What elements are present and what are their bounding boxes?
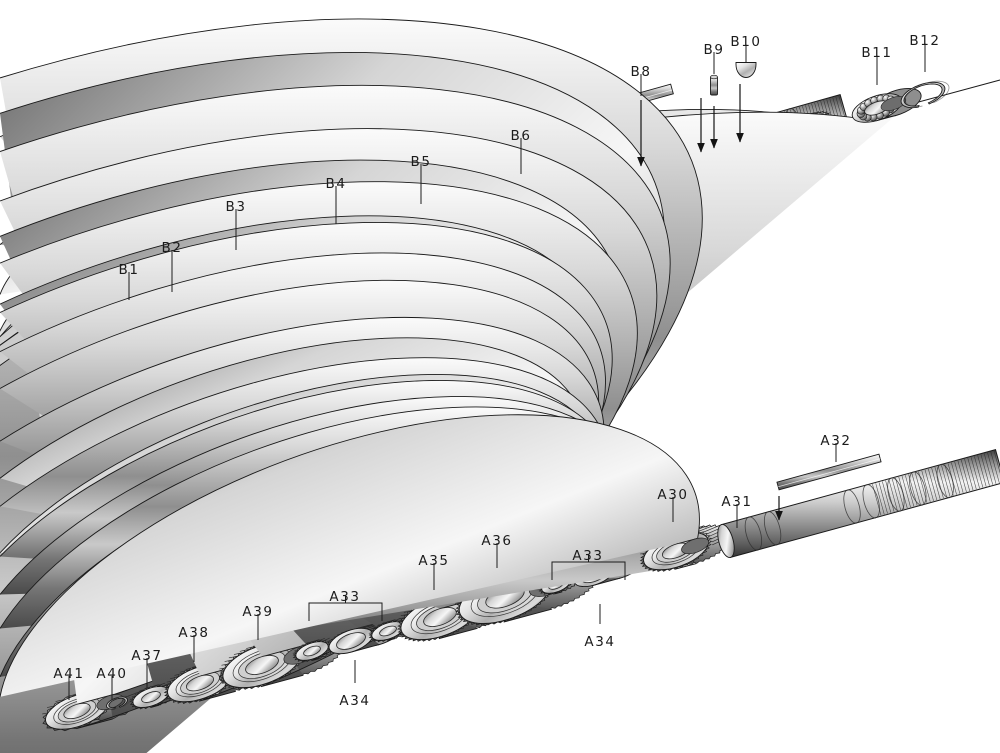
part-ref-label-a35: A35 <box>418 553 450 569</box>
dowel-pin-b9 <box>710 74 718 96</box>
part-ref-label-b9: B9 <box>703 42 725 58</box>
part-ref-label-a30: A30 <box>657 487 689 503</box>
part-ref-label-b1: B1 <box>118 262 140 278</box>
assembly-direction-arrows <box>637 84 783 521</box>
part-ref-label-b8: B8 <box>630 64 652 80</box>
part-ref-label-b3: B3 <box>225 199 247 215</box>
part-ref-label-a41: A41 <box>53 666 85 682</box>
part-ref-label-a39: A39 <box>242 604 274 620</box>
part-ref-label-b11: B11 <box>861 45 893 61</box>
gear-a30 <box>0 414 734 697</box>
part-ref-label-b6: B6 <box>510 128 532 144</box>
label-leader-lines <box>68 43 926 700</box>
snap-ring-b12 <box>900 80 950 109</box>
part-ref-label-a31: A31 <box>721 494 753 510</box>
part-ref-label-a34-left: A34 <box>339 693 371 709</box>
part-ref-label-a34-right: A34 <box>584 634 616 650</box>
part-ref-label-a37: A37 <box>131 648 163 664</box>
part-ref-label-b2: B2 <box>161 240 183 256</box>
part-ref-label-a32: A32 <box>820 433 852 449</box>
shaft-key-a32 <box>776 453 882 491</box>
part-ref-label-b5: B5 <box>410 154 432 170</box>
part-ref-label-a40: A40 <box>96 666 128 682</box>
part-ref-label-a36: A36 <box>481 533 513 549</box>
mainshaft-parts-group <box>0 18 1000 732</box>
part-ref-label-a33-right: A33 <box>572 548 604 564</box>
part-ref-label-a33-left: A33 <box>329 589 361 605</box>
woodruff-key-b10 <box>735 62 757 78</box>
part-ref-label-b4: B4 <box>325 176 347 192</box>
mainshaft-a31 <box>717 448 1000 559</box>
part-ref-label-b10: B10 <box>730 34 762 50</box>
part-ref-label-b12: B12 <box>909 33 941 49</box>
part-ref-label-a38: A38 <box>178 625 210 641</box>
